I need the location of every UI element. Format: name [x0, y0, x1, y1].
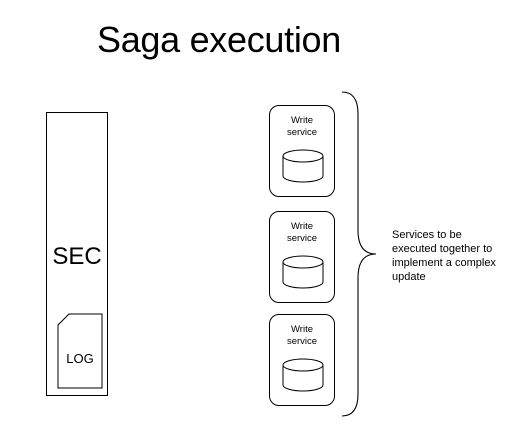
write-service-box-2: Write service [269, 211, 335, 303]
sec-coordinator-box: SEC LOG [46, 112, 108, 396]
annotation-line: executed together to [392, 243, 493, 255]
annotation-line: implement a complex [392, 257, 496, 269]
service-label-line1: Write [291, 115, 313, 126]
service-label-line1: Write [291, 221, 313, 232]
service-label: Write service [270, 115, 334, 139]
service-label: Write service [270, 221, 334, 245]
service-label-line1: Write [291, 324, 313, 335]
service-label-line2: service [286, 233, 318, 244]
sec-label: SEC [52, 243, 102, 270]
write-service-box-3: Write service [269, 314, 335, 406]
database-icon [282, 255, 324, 289]
diagram-title: Saga execution [97, 19, 341, 60]
annotation-line: update [392, 271, 426, 283]
write-service-box-1: Write service [269, 105, 335, 197]
document-icon [57, 313, 103, 389]
log-document: LOG [57, 313, 103, 389]
grouping-brace [340, 90, 380, 420]
services-annotation: Services to be executed together to impl… [392, 228, 516, 284]
service-label: Write service [270, 324, 334, 348]
database-icon [282, 358, 324, 392]
log-label: LOG [66, 351, 94, 366]
database-icon [282, 149, 324, 183]
annotation-line: Services to be [392, 229, 462, 241]
service-label-line2: service [286, 336, 318, 347]
service-label-line2: service [286, 127, 318, 138]
